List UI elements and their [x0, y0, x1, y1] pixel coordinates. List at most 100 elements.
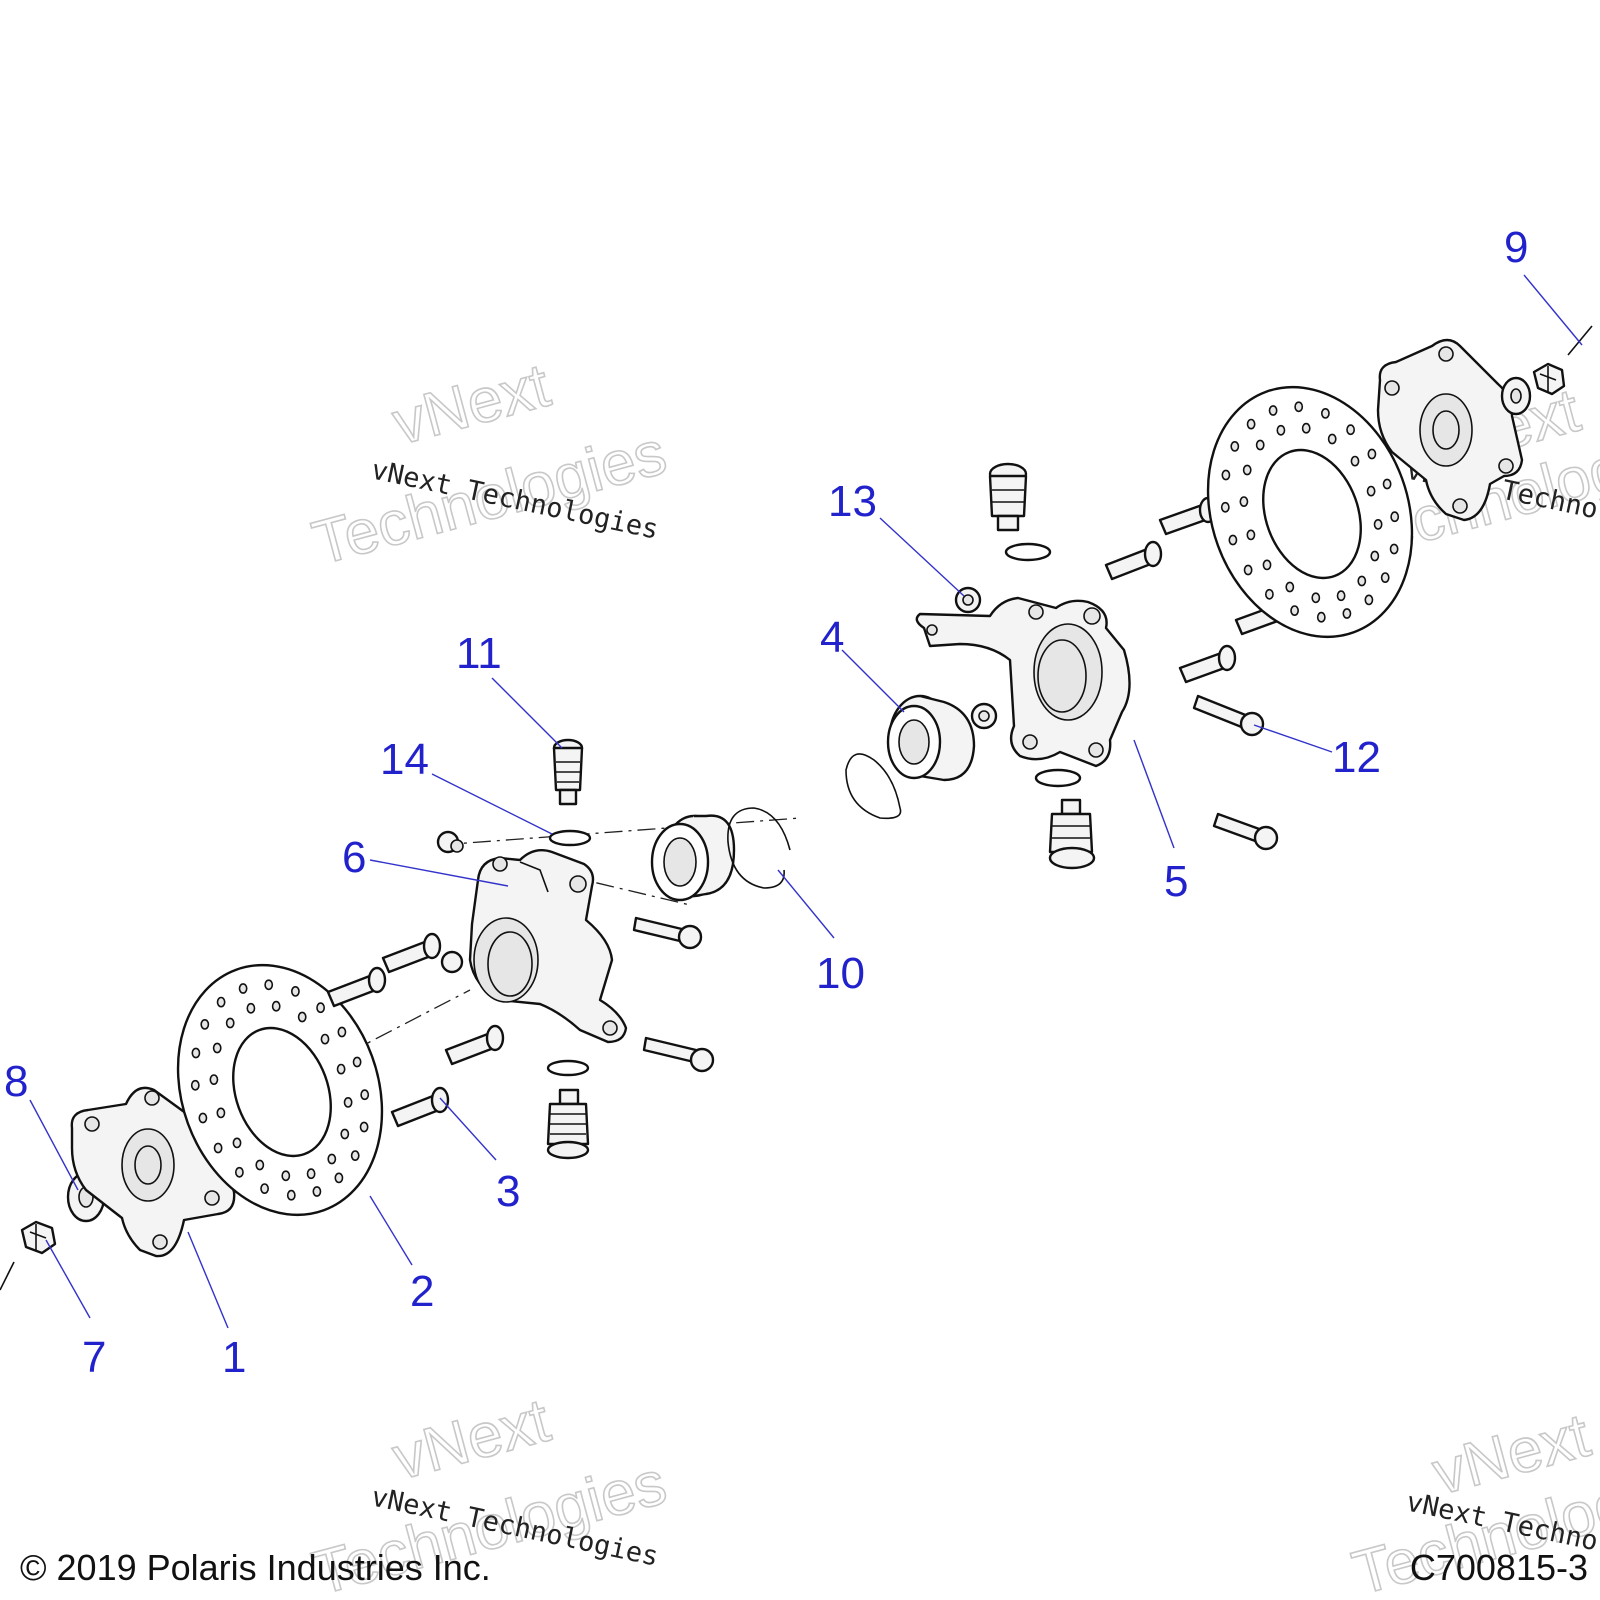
disc-hole — [213, 1142, 223, 1154]
disc-hole — [200, 1019, 210, 1030]
disc-hole — [360, 1089, 370, 1101]
disc-hole — [1285, 581, 1295, 593]
callout-7: 7 — [82, 1333, 106, 1382]
disc-hole — [209, 1074, 219, 1085]
disc-hole — [234, 1166, 244, 1178]
disc-hole — [190, 1079, 200, 1091]
callout-4: 4 — [820, 613, 844, 662]
disc-hole — [1228, 534, 1238, 546]
disc-hole — [255, 1159, 265, 1171]
disc-hole — [1243, 564, 1253, 576]
disc-holes-left — [190, 979, 370, 1201]
disc-hole — [1373, 519, 1383, 530]
disc-hole — [1221, 469, 1231, 481]
watermark-top-left: vNext Technologies vNext Technologies — [305, 350, 674, 579]
disc-hole — [1327, 433, 1337, 445]
callout-1: 1 — [222, 1333, 246, 1382]
disc-hole — [1370, 550, 1380, 562]
disc-hole — [320, 1033, 330, 1045]
disc-hole — [246, 1002, 256, 1014]
svg-text:vNext: vNext — [386, 1386, 557, 1494]
disc-hole — [286, 1189, 296, 1201]
disc-hole — [334, 1172, 344, 1184]
disc-hole — [1230, 440, 1240, 452]
disc-hole — [306, 1168, 316, 1180]
disc-hole — [297, 1011, 307, 1023]
wheel-hub-right — [1376, 338, 1524, 522]
disc-hole — [1367, 448, 1377, 460]
cotter-pin-right — [1567, 325, 1593, 356]
disc-hole — [1380, 572, 1390, 583]
disc-holes-right — [1220, 401, 1400, 623]
knuckle-nut-lower — [440, 950, 464, 974]
retaining-ring-lower-left — [546, 1059, 590, 1077]
callout-3: 3 — [496, 1167, 520, 1216]
disc-hole — [1239, 496, 1249, 507]
callout-2: 2 — [410, 1267, 434, 1316]
callout-6: 6 — [342, 833, 366, 882]
disc-hole — [343, 1097, 353, 1108]
snap-ring-left — [727, 807, 791, 889]
disc-hole — [1290, 605, 1299, 616]
disc-hole — [1366, 485, 1376, 497]
disc-hole — [350, 1150, 360, 1161]
retaining-ring-upper-right — [1004, 542, 1052, 562]
drawing-id: C700815-3 — [1410, 1547, 1588, 1588]
disc-hole — [1364, 594, 1374, 606]
disc-hole — [1265, 588, 1274, 600]
disc-hole — [336, 1063, 346, 1075]
knuckle-nut-upper — [436, 830, 464, 854]
wheel-bearing-right — [886, 694, 976, 782]
disc-hole — [238, 983, 248, 994]
steering-knuckle-right — [915, 596, 1131, 768]
disc-hole — [1321, 407, 1330, 419]
disc-hole — [1346, 424, 1355, 436]
ball-joint-upper-left — [552, 738, 584, 806]
disc-hole — [1268, 405, 1278, 416]
callout-11: 11 — [456, 629, 502, 678]
disc-hole — [1301, 422, 1311, 434]
callout-9: 9 — [1504, 223, 1528, 272]
disc-hole — [1382, 478, 1392, 490]
wheel-bearing-left — [650, 814, 736, 902]
wheel-studs-left — [326, 932, 505, 1128]
disc-hole — [1276, 424, 1286, 436]
disc-hole — [1357, 575, 1367, 587]
disc-hole — [1350, 455, 1360, 467]
ball-joint-lower-right — [1048, 798, 1096, 870]
callout-5: 5 — [1164, 857, 1188, 906]
knuckle-bolt-right-upper — [1192, 694, 1265, 737]
castle-nut-left — [20, 1220, 57, 1255]
disc-hole — [191, 1047, 201, 1059]
callout-12: 12 — [1332, 733, 1381, 782]
castle-nut-right — [1532, 362, 1566, 396]
disc-hole — [1246, 529, 1256, 541]
disc-hole — [316, 1002, 325, 1014]
disc-hole — [198, 1112, 208, 1124]
disc-hole — [290, 986, 300, 997]
disc-hole — [216, 996, 226, 1008]
disc-hole — [1242, 464, 1252, 476]
svg-text:vNext: vNext — [386, 351, 557, 459]
retaining-ring-lower-right — [1034, 768, 1082, 788]
disc-hole — [225, 1017, 235, 1029]
disc-hole — [1336, 590, 1346, 602]
disc-hole — [1262, 559, 1272, 571]
cotter-pin-left — [0, 1261, 15, 1291]
copyright-text: © 2019 Polaris Industries Inc. — [20, 1547, 491, 1588]
disc-hole — [281, 1170, 291, 1182]
disc-hole — [1246, 418, 1256, 430]
knuckle-bolt-upper — [632, 916, 703, 950]
callout-10: 10 — [816, 949, 865, 998]
axis-knuckle — [439, 817, 801, 846]
steering-knuckle-left — [468, 849, 628, 1044]
ball-joint-upper-right — [988, 462, 1028, 532]
knuckle-bolt-lower — [642, 1036, 715, 1073]
disc-hole — [337, 1026, 347, 1038]
disc-hole — [1255, 439, 1265, 451]
disc-hole — [352, 1056, 362, 1068]
disc-hole — [1342, 608, 1352, 619]
callout-14: 14 — [380, 735, 429, 784]
callout-8: 8 — [4, 1057, 28, 1106]
